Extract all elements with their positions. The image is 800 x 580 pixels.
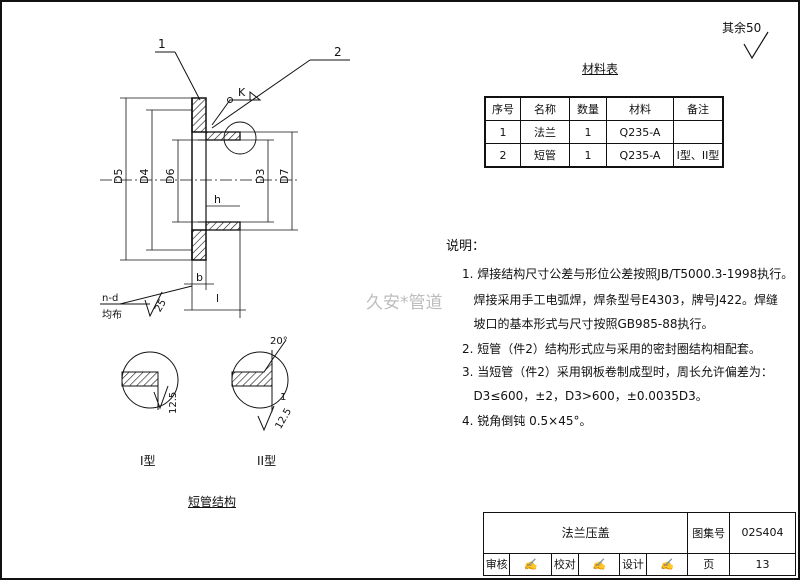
detail-I-label: I型 bbox=[140, 454, 156, 468]
material-table: 序号 名称 数量 材料 备注 1 法兰 1 Q235-A 2 短管 1 Q235… bbox=[484, 96, 724, 168]
pipe-detail-drawings: 12.5 20° 1 12.5 bbox=[121, 336, 295, 432]
flange-section-drawing: D5 D4 D6 D3 D7 h b l K 1 2 n-d 均布 25 bbox=[100, 37, 350, 321]
check-signature: ✍ bbox=[577, 552, 621, 577]
dim-holes: n-d bbox=[102, 293, 118, 304]
dim-h: h bbox=[214, 193, 221, 206]
detail-I-roughness: 12.5 bbox=[168, 392, 179, 414]
drawing-name: 法兰压盖 bbox=[482, 512, 689, 554]
check-label: 校对 bbox=[551, 552, 579, 577]
detail-II-dim: 1 bbox=[280, 392, 286, 403]
material-table-title: 材料表 bbox=[582, 62, 619, 76]
note-line: 坡口的基本形式与尺寸按照GB985-88执行。 bbox=[462, 317, 714, 331]
page-number: 13 bbox=[729, 552, 796, 577]
table-header: 名称 bbox=[520, 96, 570, 121]
table-cell: 1 bbox=[484, 120, 521, 144]
roughness-label: 其余 bbox=[722, 21, 747, 35]
table-cell: 短管 bbox=[520, 143, 570, 168]
roughness-symbol-icon bbox=[743, 31, 769, 60]
note-line: D3≤600，±2，D3>600，±0.0035D3。 bbox=[462, 389, 708, 403]
table-cell bbox=[673, 120, 724, 144]
table-row: 2 短管 1 Q235-A I型、II型 bbox=[484, 143, 724, 168]
atlas-label: 图集号 bbox=[687, 512, 730, 554]
detail-II-label: II型 bbox=[257, 454, 277, 468]
page-label: 页 bbox=[687, 552, 730, 577]
dim-l: l bbox=[216, 292, 219, 305]
dim-D6: D6 bbox=[164, 169, 177, 184]
table-header: 备注 bbox=[673, 96, 724, 121]
table-header-row: 序号 名称 数量 材料 备注 bbox=[484, 96, 724, 121]
section-title: 短管结构 bbox=[188, 495, 237, 509]
table-cell: 法兰 bbox=[520, 120, 570, 144]
dim-D7: D7 bbox=[278, 169, 291, 184]
review-label: 审核 bbox=[482, 552, 511, 577]
dim-D5: D5 bbox=[112, 169, 125, 184]
roughness-value: 50 bbox=[746, 21, 762, 35]
table-cell: Q235-A bbox=[606, 120, 674, 144]
dim-b: b bbox=[196, 271, 203, 284]
atlas-number: 02S404 bbox=[729, 512, 796, 554]
dim-D3: D3 bbox=[254, 169, 267, 184]
note-line: 焊接采用手工电弧焊，焊条型号E4303，牌号J422。焊缝 bbox=[462, 293, 779, 307]
weld-size: 25 bbox=[153, 298, 169, 315]
note-line: 1. 焊接结构尺寸公差与形位公差按照JB/T5000.3-1998执行。 bbox=[462, 267, 794, 281]
detail-II-angle: 20° bbox=[270, 336, 288, 347]
table-row: 1 法兰 1 Q235-A bbox=[484, 120, 724, 144]
roughness-general: 其余50 bbox=[722, 22, 761, 34]
design-label: 设计 bbox=[619, 552, 647, 577]
watermark: 久安*管道 bbox=[366, 293, 443, 313]
design-signature: ✍ bbox=[645, 552, 689, 577]
title-block: 法兰压盖 图集号 02S404 审核 ✍ 校对 ✍ 设计 ✍ 页 13 bbox=[482, 512, 796, 577]
note-line: 4. 锐角倒钝 0.5×45°。 bbox=[462, 414, 592, 428]
callout-2: 2 bbox=[334, 45, 342, 59]
table-cell: I型、II型 bbox=[673, 143, 724, 168]
detail-II-roughness: 12.5 bbox=[274, 406, 295, 431]
review-signature: ✍ bbox=[509, 552, 553, 577]
table-header: 序号 bbox=[484, 96, 521, 121]
note-line: 3. 当短管（件2）采用钢板卷制成型时，周长允许偏差为： bbox=[462, 365, 773, 379]
table-header: 数量 bbox=[569, 96, 607, 121]
table-header: 材料 bbox=[606, 96, 674, 121]
table-cell: 1 bbox=[569, 143, 607, 168]
table-cell: Q235-A bbox=[606, 143, 674, 168]
table-cell: 1 bbox=[569, 120, 607, 144]
notes-heading: 说明： bbox=[446, 239, 486, 254]
note-line: 2. 短管（件2）结构形式应与采用的密封圈结构相配套。 bbox=[462, 342, 761, 356]
dim-D4: D4 bbox=[138, 169, 151, 184]
callout-1: 1 bbox=[158, 37, 166, 51]
dim-K: K bbox=[238, 86, 246, 99]
table-cell: 2 bbox=[484, 143, 521, 168]
dim-holes-note: 均布 bbox=[102, 309, 122, 321]
